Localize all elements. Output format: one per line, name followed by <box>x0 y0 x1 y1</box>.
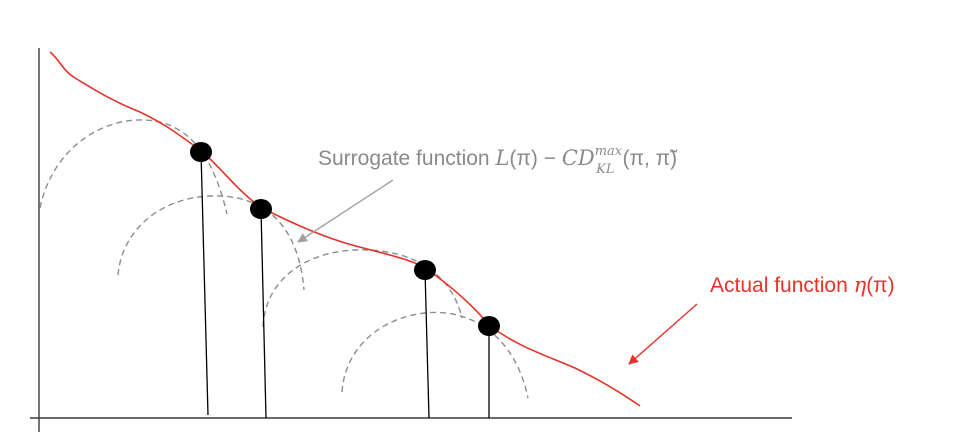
actual-label-eta: η <box>854 273 867 297</box>
stem-3 <box>424 269 430 419</box>
actual-function-curve <box>49 51 641 407</box>
actual-arrow <box>628 303 698 365</box>
actual-label-prefix: Actual function <box>710 274 854 297</box>
surrogate-arc-2 <box>117 195 305 291</box>
surrogate-label-sub: KL <box>595 162 614 177</box>
surrogate-label-prefix: Surrogate function <box>318 147 495 170</box>
surrogate-arc-1 <box>39 119 228 215</box>
stem-2 <box>260 208 267 419</box>
surrogate-arcs <box>39 119 529 399</box>
actual-label: Actual function η(π) <box>710 273 895 297</box>
iterate-point-4 <box>478 316 500 336</box>
surrogate-arc-3 <box>262 249 463 328</box>
actual-label-args: (π) <box>866 274 894 297</box>
stem-1 <box>200 151 209 416</box>
surrogate-label-L-args: (π) − <box>509 147 561 170</box>
surrogate-label-L: L <box>494 146 509 170</box>
surrogate-arc-4 <box>341 311 529 399</box>
iterate-point-1 <box>190 142 212 162</box>
surrogate-label-args: (π, π̃) <box>623 147 679 170</box>
surrogate-arrow <box>297 179 394 243</box>
iterate-points <box>190 142 500 336</box>
iterate-point-3 <box>414 260 436 280</box>
iterate-point-2 <box>250 199 272 219</box>
surrogate-label-C: CD <box>562 146 595 170</box>
stems <box>200 151 490 419</box>
surrogate-label-sup: max <box>595 144 623 159</box>
